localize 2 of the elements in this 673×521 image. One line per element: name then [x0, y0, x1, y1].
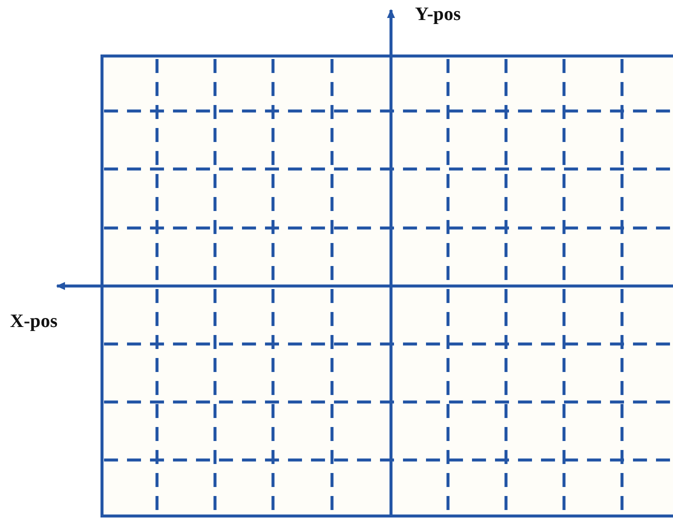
- axis-label: Y-pos: [415, 4, 461, 26]
- axis-label: X-pos: [10, 311, 58, 333]
